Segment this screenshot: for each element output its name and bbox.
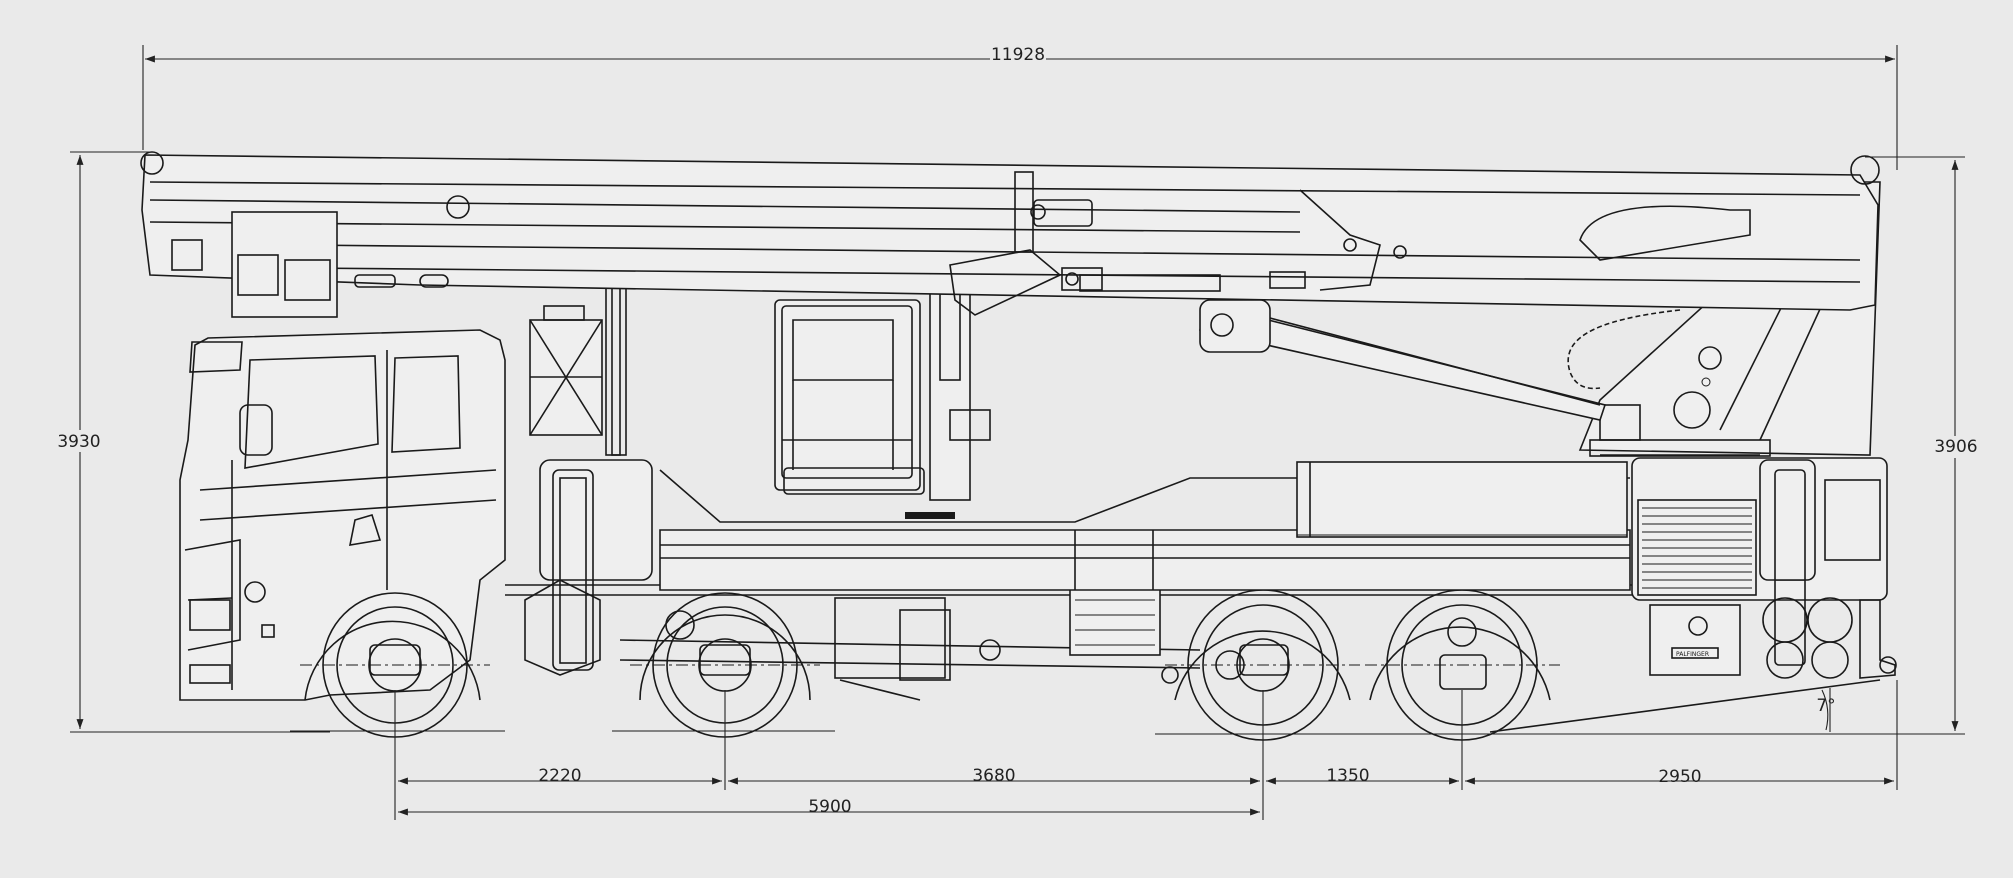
subframe xyxy=(659,461,1631,591)
dim-departure-angle: 7° xyxy=(1816,696,1835,716)
dim-height-right: 3906 xyxy=(1934,437,1977,457)
telescopic-boom xyxy=(140,151,1880,318)
palfinger-plate-text: PALFINGER xyxy=(1676,651,1709,658)
dim-overall-length: 11928 xyxy=(991,45,1045,65)
dim-wheelbase-3-4: 1350 xyxy=(1326,766,1369,786)
dim-wheelbase-total: 5900 xyxy=(808,797,851,817)
dim-wheelbase-2-3: 3680 xyxy=(972,766,1015,786)
equipment-boxes xyxy=(529,244,627,456)
chassis-frame xyxy=(505,579,1650,701)
cab xyxy=(179,329,506,701)
dim-height-left: 3930 xyxy=(57,432,100,452)
third-wheel xyxy=(1165,589,1360,741)
lift-cylinder xyxy=(1199,299,1607,421)
dim-wheelbase-1-2: 2220 xyxy=(538,766,581,786)
truck-outline: PALFINGER xyxy=(140,151,1897,741)
cable-chain xyxy=(1567,309,1681,390)
dimension-labels: 11928 3930 3906 2220 3680 1350 2950 5900… xyxy=(56,44,1980,817)
ground-lines xyxy=(290,730,1510,735)
outriggers xyxy=(539,459,1816,671)
dim-rear-overhang: 2950 xyxy=(1658,767,1701,787)
